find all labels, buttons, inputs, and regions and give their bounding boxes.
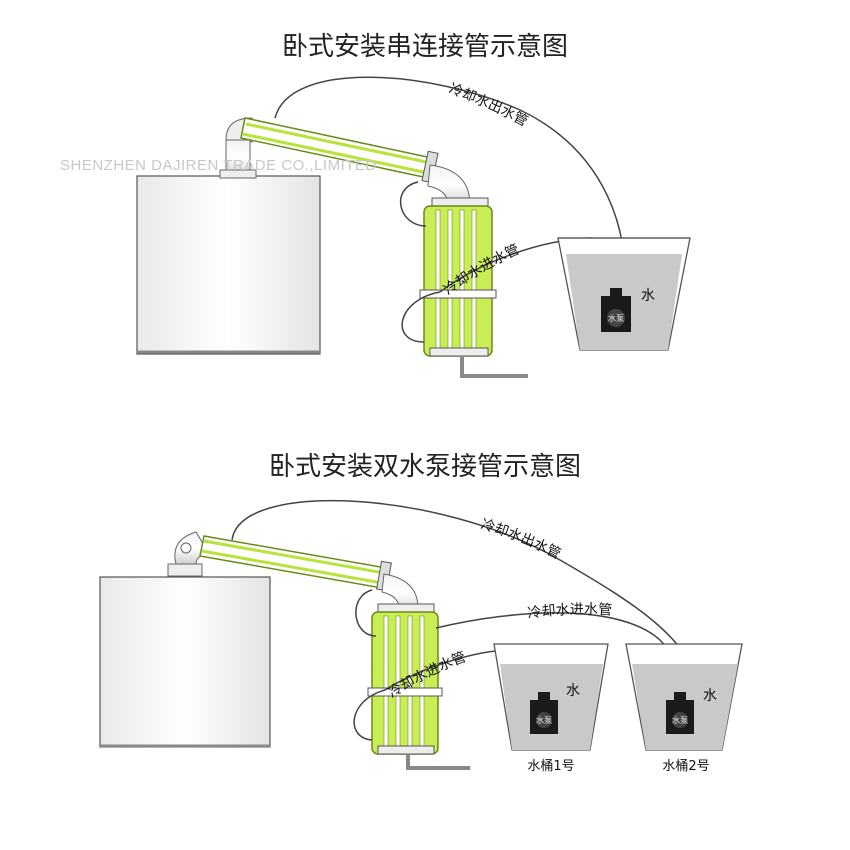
bottom-pump-1: 水泵 bbox=[530, 692, 558, 734]
watermark: SHENZHEN DAJIREN TRADE CO.,LIMITED bbox=[60, 157, 377, 174]
top-side-tube-upper bbox=[399, 181, 427, 227]
bottom-water-bucket-1 bbox=[493, 643, 609, 751]
bottom-pump-1-label: 水泵 bbox=[536, 715, 552, 725]
bottom-boiler-tank bbox=[99, 576, 271, 748]
bottom-bucket-2-label: 水桶2号 bbox=[662, 759, 709, 774]
top-title: 卧式安装串连接管示意图 bbox=[282, 32, 568, 62]
top-pump-label: 水泵 bbox=[608, 313, 624, 323]
bottom-bucket-1-label: 水桶1号 bbox=[527, 759, 574, 774]
top-water-label: 水 bbox=[641, 288, 655, 304]
bottom-side-tube-upper bbox=[355, 589, 377, 637]
bottom-outlet-label: 冷却水出水管 bbox=[479, 517, 563, 563]
top-side-tube-lower bbox=[401, 291, 441, 343]
bottom-inlet-label-2: 冷却水进水管 bbox=[527, 602, 613, 622]
top-pump: 水泵 bbox=[601, 288, 631, 332]
bottom-side-tube-lower bbox=[353, 689, 386, 741]
bottom-pump-2: 水泵 bbox=[666, 692, 694, 734]
top-outlet-hose bbox=[274, 76, 626, 276]
top-column bbox=[419, 197, 528, 378]
bottom-title: 卧式安装双水泵接管示意图 bbox=[269, 452, 581, 482]
bottom-column bbox=[367, 603, 470, 770]
bottom-water-label-2: 水 bbox=[703, 688, 717, 704]
top-water-bucket bbox=[557, 237, 691, 351]
bottom-outlet-hose bbox=[231, 499, 701, 691]
bottom-pump-2-label: 水泵 bbox=[672, 715, 688, 725]
top-outlet-label: 冷却水出水管 bbox=[447, 81, 531, 130]
top-boiler-tank bbox=[136, 175, 321, 355]
bottom-water-label-1: 水 bbox=[566, 683, 580, 699]
